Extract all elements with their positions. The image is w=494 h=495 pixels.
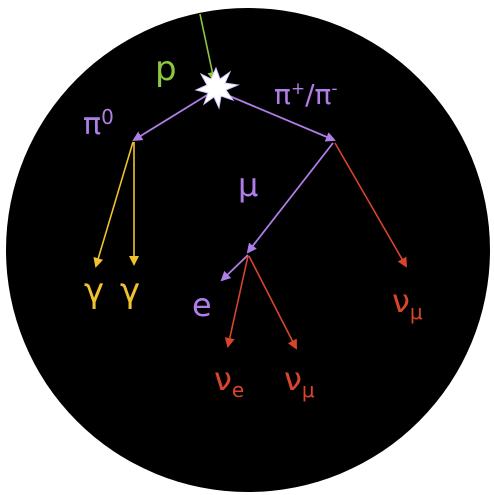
muon-label: μ	[238, 166, 258, 204]
nu-mu-label-bottom: νμ	[284, 360, 315, 402]
pi0-track	[132, 91, 213, 142]
collision-star-icon	[194, 66, 240, 110]
electron-track	[220, 254, 249, 282]
proton-track	[199, 13, 218, 82]
pi-charged-label: π+/π-	[274, 78, 338, 111]
nu-mu-track-bottom	[248, 255, 297, 350]
nu-mu-track-right	[334, 142, 407, 268]
nu-e-track	[224, 255, 249, 348]
muon-track	[246, 142, 334, 254]
background-disc	[6, 8, 490, 492]
photon-label-2: γ	[120, 271, 140, 311]
proton-label: p	[155, 49, 177, 89]
photon-label-1: γ	[84, 271, 104, 311]
pi0-label: π0	[83, 105, 114, 142]
nu-mu-label-right: νμ	[392, 282, 423, 324]
electron-label: e	[192, 286, 212, 324]
nu-e-label: νe	[214, 360, 244, 402]
photon-track-1	[93, 141, 134, 268]
pi-charged-track	[219, 91, 336, 142]
